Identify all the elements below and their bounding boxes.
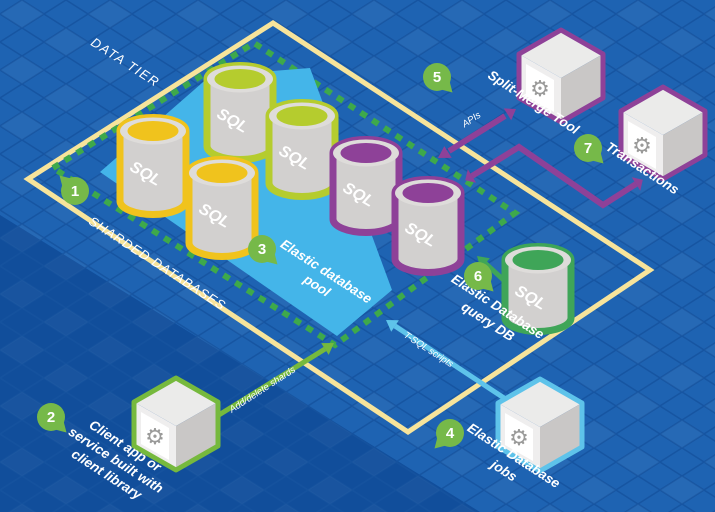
gear-icon: ⚙ [530,77,550,102]
transactions-cube: ⚙ [618,84,708,182]
badge-2: 2 [37,403,67,433]
badge-5: 5 [423,63,453,93]
svg-text:3: 3 [258,241,266,258]
sql-database-purple-1: SQL [329,136,403,236]
svg-text:6: 6 [474,268,482,285]
elastic-query-db-cylinder: SQL [501,243,575,335]
split-merge-tool-cube: ⚙ [516,27,606,125]
badge-7: 7 [574,134,604,164]
gear-icon: ⚙ [632,134,652,159]
sql-database-lime-1: SQL [203,62,277,163]
sql-database-yellow-1: SQL [116,114,190,218]
sharded-databases-dashed-border [47,39,521,349]
transactions-connector [465,143,643,209]
badge-4: 4 [434,419,464,449]
sql-database-yellow-2: SQL [185,156,259,260]
client-app-cube: ⚙ [131,375,221,473]
badge-3: 3 [248,235,278,265]
gear-icon: ⚙ [509,426,529,451]
svg-text:5: 5 [433,69,441,86]
data-tier-region-border [23,20,655,436]
svg-text:2: 2 [47,409,55,426]
gear-icon: ⚙ [145,425,165,450]
sql-database-purple-2: SQL [391,176,465,276]
svg-text:4: 4 [446,425,455,442]
svg-text:1: 1 [71,183,79,200]
badge-6: 6 [464,262,494,292]
sql-database-lime-2: SQL [265,99,339,200]
badge-1: 1 [59,175,89,205]
elastic-jobs-cube: ⚙ [495,376,585,474]
svg-text:7: 7 [584,140,592,157]
